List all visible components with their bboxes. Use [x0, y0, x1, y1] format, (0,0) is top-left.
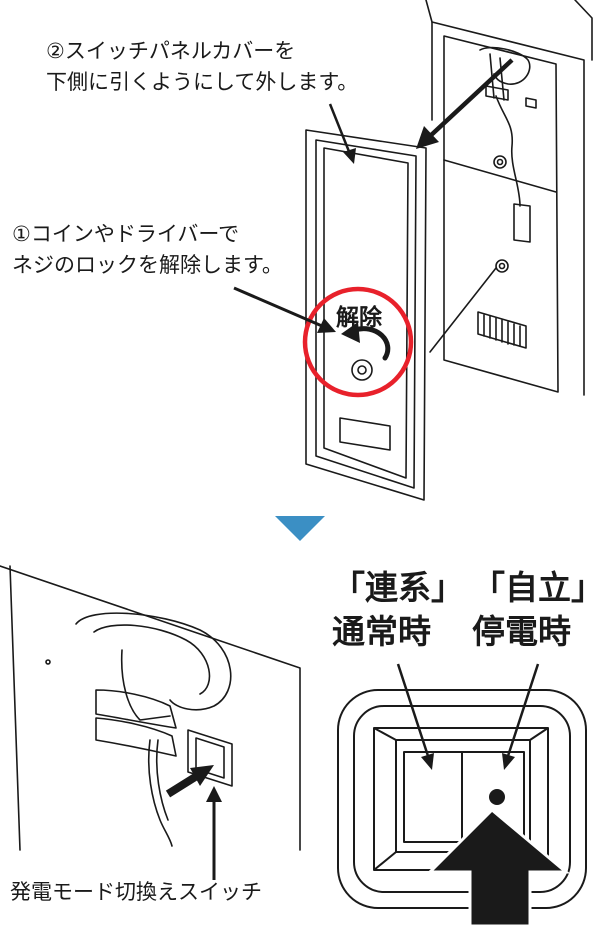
- removal-direction-arrow: [416, 58, 514, 149]
- unit-closeup: [0, 565, 301, 851]
- switch-pointer-arrow: [165, 765, 214, 798]
- power-mode-switch-label: 発電モード切換えスイッチ: [10, 880, 262, 904]
- step1-line1: ①コインやドライバーで: [12, 222, 240, 246]
- label-leader-arrow: [206, 786, 222, 880]
- step1-line2: ネジのロックを解除します。: [12, 253, 283, 277]
- unit-body: [425, 0, 593, 396]
- rotate-ccw-arrow-icon: [341, 322, 391, 361]
- mode-outage-name: 「自立」: [472, 568, 600, 607]
- mode-normal-label: 「連系」 通常時: [332, 566, 464, 654]
- switch-closeup: [337, 689, 587, 909]
- step2-instruction: ②スイッチパネルカバーを 下側に引くようにして外します。: [46, 36, 358, 98]
- step2-line1: ②スイッチパネルカバーを: [46, 39, 296, 63]
- step1-leader-arrow: [233, 286, 336, 333]
- mode-outage-condition: 停電時: [472, 612, 571, 651]
- switch-dot: [489, 789, 505, 805]
- step1-instruction: ①コインやドライバーで ネジのロックを解除します。: [12, 219, 283, 281]
- mode-leader-arrows: [396, 663, 540, 770]
- lock-highlight-circle: [302, 286, 414, 398]
- mode-normal-condition: 通常時: [332, 612, 431, 651]
- release-label: 解除: [336, 305, 382, 331]
- step2-leader-arrow: [328, 103, 356, 164]
- up-arrow-icon: [426, 807, 571, 926]
- mode-normal-name: 「連系」: [332, 568, 464, 607]
- mode-outage-label: 「自立」 停電時: [472, 566, 600, 654]
- down-triangle-icon: [275, 516, 325, 541]
- step2-line2: 下側に引くようにして外します。: [46, 70, 359, 94]
